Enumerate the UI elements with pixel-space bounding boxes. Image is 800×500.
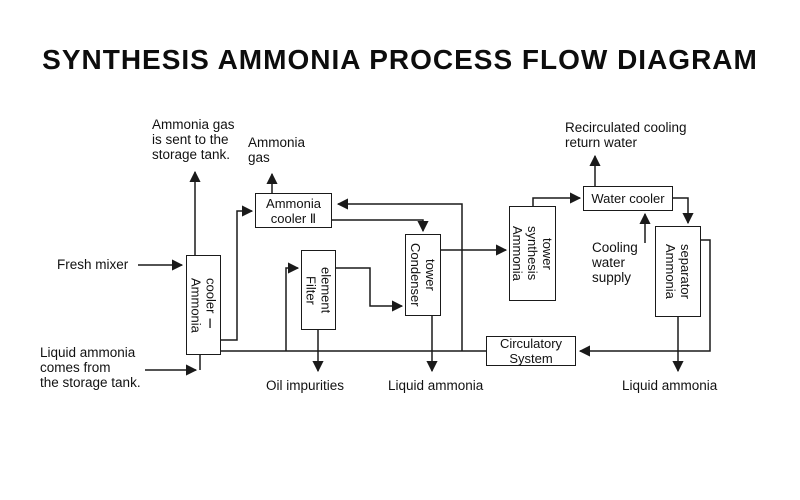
box-ammonia-cooler-2: Ammonia cooler Ⅱ (255, 193, 332, 228)
box-ammonia-separator: Ammonia separator (655, 226, 701, 317)
label-liquid-ammonia-condenser: Liquid ammonia (388, 378, 484, 393)
label-cooling-water-supply: Cooling water supply (592, 240, 638, 285)
label-liquid-ammonia-from-storage: Liquid ammonia comes from the storage ta… (40, 345, 141, 390)
box-filter-element: Filter element (301, 250, 336, 330)
label-fresh-mixer: Fresh mixer (57, 257, 129, 272)
box-ammonia-synthesis-tower-label: Ammonia synthesis tower (510, 226, 555, 281)
label-ammonia-gas-to-storage: Ammonia gas is sent to the storage tank. (152, 117, 235, 162)
diagram-title: SYNTHESIS AMMONIA PROCESS FLOW DIAGRAM (42, 44, 758, 75)
arrow-recycle-to-cooler2 (336, 198, 463, 351)
box-water-cooler-label: Water cooler (591, 191, 665, 206)
box-water-cooler: Water cooler (583, 186, 673, 211)
arrow-watercooler-to-separator (673, 197, 694, 225)
arrow-separator-to-circulatory (578, 239, 711, 357)
arrow-cooler2-to-condenser (332, 219, 429, 233)
box-ammonia-cooler-2-label: Ammonia cooler Ⅱ (266, 195, 321, 226)
box-circulatory-system-label: Circulatory System (499, 336, 563, 366)
box-circulatory-system: Circulatory System (486, 336, 576, 366)
box-ammonia-cooler-1-label: Ammonia cooler Ⅰ (188, 277, 219, 333)
arrow-cooler1-to-cooler2 (221, 205, 254, 341)
arrow-synthesis-to-watercooler (532, 192, 582, 206)
box-ammonia-separator-label: Ammonia separator (663, 244, 693, 299)
label-liquid-ammonia-separator: Liquid ammonia (622, 378, 718, 393)
box-ammonia-cooler-1: Ammonia cooler Ⅰ (186, 255, 221, 355)
label-recirculated-cooling-return-water: Recirculated cooling return water (565, 120, 687, 150)
box-condenser-tower: Condenser tower (405, 234, 441, 316)
label-ammonia-gas: Ammonia gas (248, 135, 306, 165)
box-condenser-tower-label: Condenser tower (408, 243, 438, 307)
arrow-recycle-to-filter (285, 262, 300, 351)
label-oil-impurities: Oil impurities (266, 378, 345, 393)
arrow-filter-to-condenser (336, 267, 404, 312)
box-filter-element-label: Filter element (303, 266, 334, 314)
box-ammonia-synthesis-tower: Ammonia synthesis tower (509, 206, 556, 301)
